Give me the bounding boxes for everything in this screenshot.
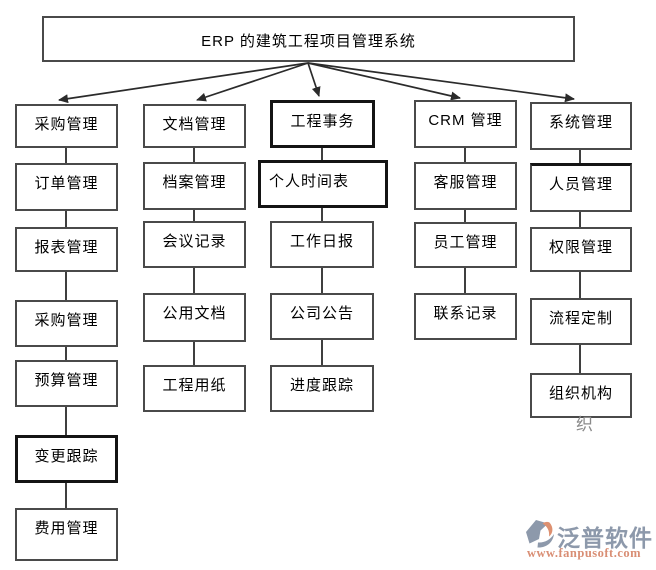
- node-box: 流程定制: [530, 298, 632, 345]
- watermark-brand-name: 泛普软件: [557, 525, 653, 551]
- node-box: 个人时间表: [258, 160, 388, 208]
- node-box: 采购管理: [15, 300, 118, 347]
- node-box: 预算管理: [15, 360, 118, 407]
- node-box: 变更跟踪: [15, 435, 118, 483]
- column1-header-box: 采购管理: [15, 104, 118, 148]
- root-node-box: ERP 的建筑工程项目管理系统: [42, 16, 575, 62]
- node-box: 公司公告: [270, 293, 374, 340]
- node-box: 报表管理: [15, 227, 118, 272]
- node-box: 费用管理: [15, 508, 118, 561]
- node-box: 组织机构: [530, 373, 632, 418]
- column5-header-box: 系统管理: [530, 102, 632, 150]
- node-box: 订单管理: [15, 163, 118, 211]
- stray-character: 织: [576, 415, 593, 434]
- column2-header-box: 文档管理: [143, 104, 246, 148]
- node-box: 公用文档: [143, 293, 246, 342]
- node-box: 联系记录: [414, 293, 517, 340]
- node-box: 档案管理: [143, 162, 246, 210]
- node-box: 权限管理: [530, 227, 632, 272]
- node-box: 员工管理: [414, 222, 517, 268]
- node-box: 会议记录: [143, 221, 246, 268]
- node-box: 人员管理: [530, 163, 632, 212]
- node-box: 进度跟踪: [270, 365, 374, 412]
- node-box: 工作日报: [270, 221, 374, 268]
- fanpu-logo-icon: [526, 520, 554, 548]
- node-box: 客服管理: [414, 162, 517, 210]
- watermark-url: www.fanpusoft.com: [527, 546, 642, 560]
- node-box: 工程用纸: [143, 365, 246, 412]
- column3-header-box: 工程事务: [270, 100, 375, 148]
- column4-header-box: CRM 管理: [414, 100, 517, 148]
